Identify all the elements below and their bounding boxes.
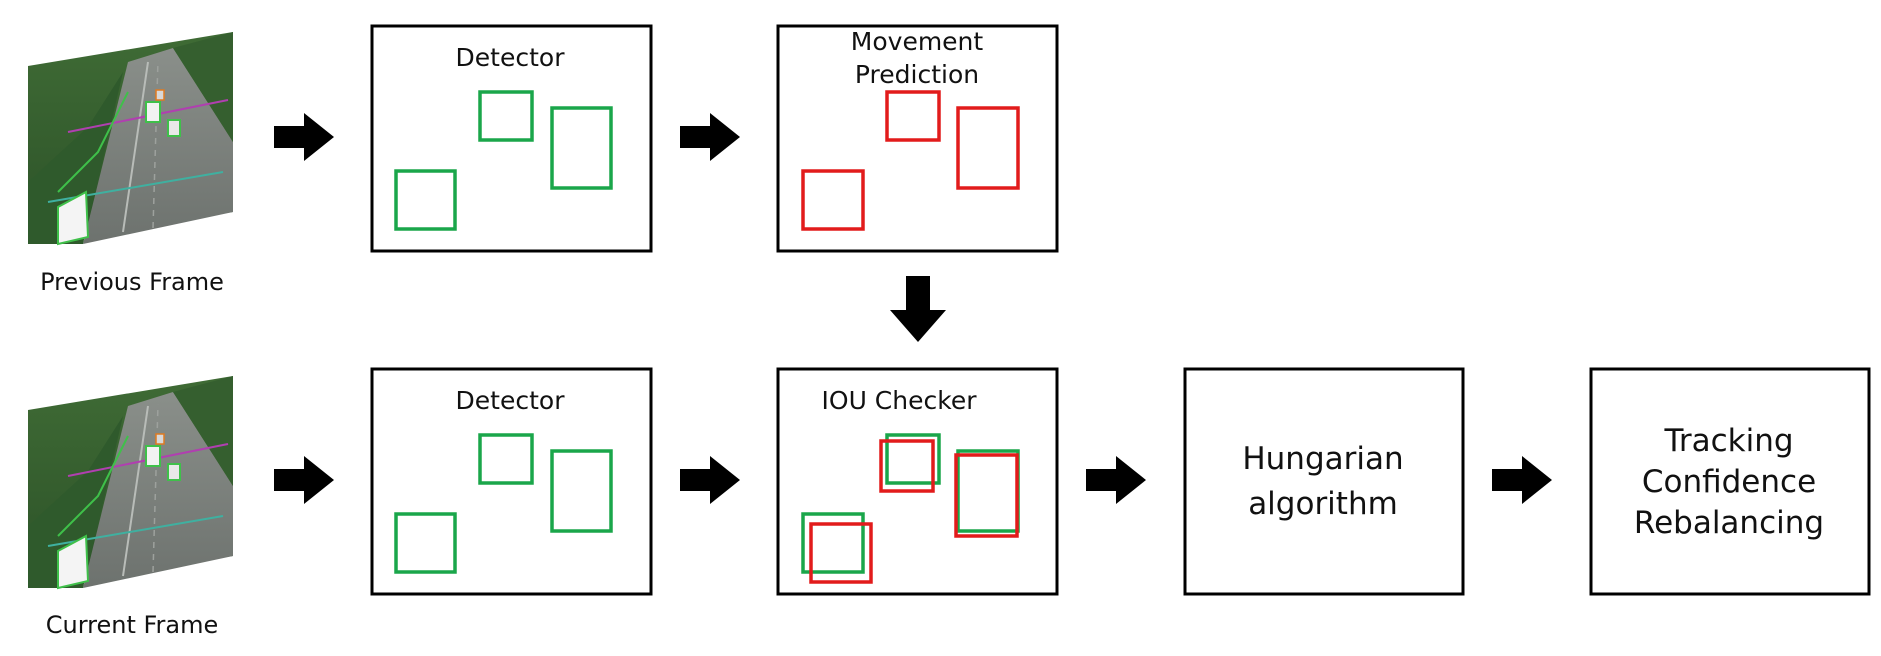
prediction-box xyxy=(809,522,873,584)
detection-box xyxy=(394,512,457,574)
movement-prediction-title-line1: Movement xyxy=(851,27,984,56)
arrow-right-icon xyxy=(1086,456,1146,504)
tracking-line1: Tracking xyxy=(1663,423,1793,459)
arrow-right-icon xyxy=(1492,456,1552,504)
tracking-confidence-box: Tracking Confidence Rebalancing xyxy=(1589,367,1871,596)
detection-box xyxy=(478,90,534,142)
detection-box xyxy=(478,433,534,485)
detector-bottom-title: Detector xyxy=(456,386,566,415)
prediction-box xyxy=(954,453,1019,538)
previous-frame-label: Previous Frame xyxy=(40,268,224,296)
prediction-box xyxy=(956,106,1020,190)
detector-top-title: Detector xyxy=(456,43,566,72)
hungarian-algorithm-box: Hungarian algorithm xyxy=(1183,367,1465,596)
detection-box xyxy=(394,169,457,231)
movement-prediction-box: Movement Prediction xyxy=(776,24,1059,253)
detection-box xyxy=(885,433,941,485)
arrow-right-icon xyxy=(680,113,740,161)
prediction-box xyxy=(801,169,865,231)
tracking-line2: Confidence xyxy=(1642,464,1816,500)
tracking-line3: Rebalancing xyxy=(1634,505,1824,541)
detector-box-top: Detector xyxy=(370,24,653,253)
prediction-box xyxy=(885,90,941,142)
arrow-right-icon xyxy=(274,456,334,504)
detection-box xyxy=(550,449,613,533)
iou-checker-title: IOU Checker xyxy=(822,386,978,415)
arrow-right-icon xyxy=(274,113,334,161)
arrow-down-icon xyxy=(890,276,946,342)
detection-box xyxy=(550,106,613,190)
hungarian-line2: algorithm xyxy=(1248,486,1398,522)
movement-prediction-title-line2: Prediction xyxy=(855,60,979,89)
current-frame-label: Current Frame xyxy=(46,611,219,639)
current-frame-thumbnail xyxy=(27,375,234,589)
previous-frame-thumbnail xyxy=(27,31,234,245)
detector-box-bottom: Detector xyxy=(370,367,653,596)
arrow-right-icon xyxy=(680,456,740,504)
prediction-box xyxy=(879,439,935,493)
hungarian-line1: Hungarian xyxy=(1242,441,1403,477)
iou-checker-box: IOU Checker xyxy=(776,367,1059,596)
detection-box xyxy=(801,512,865,574)
